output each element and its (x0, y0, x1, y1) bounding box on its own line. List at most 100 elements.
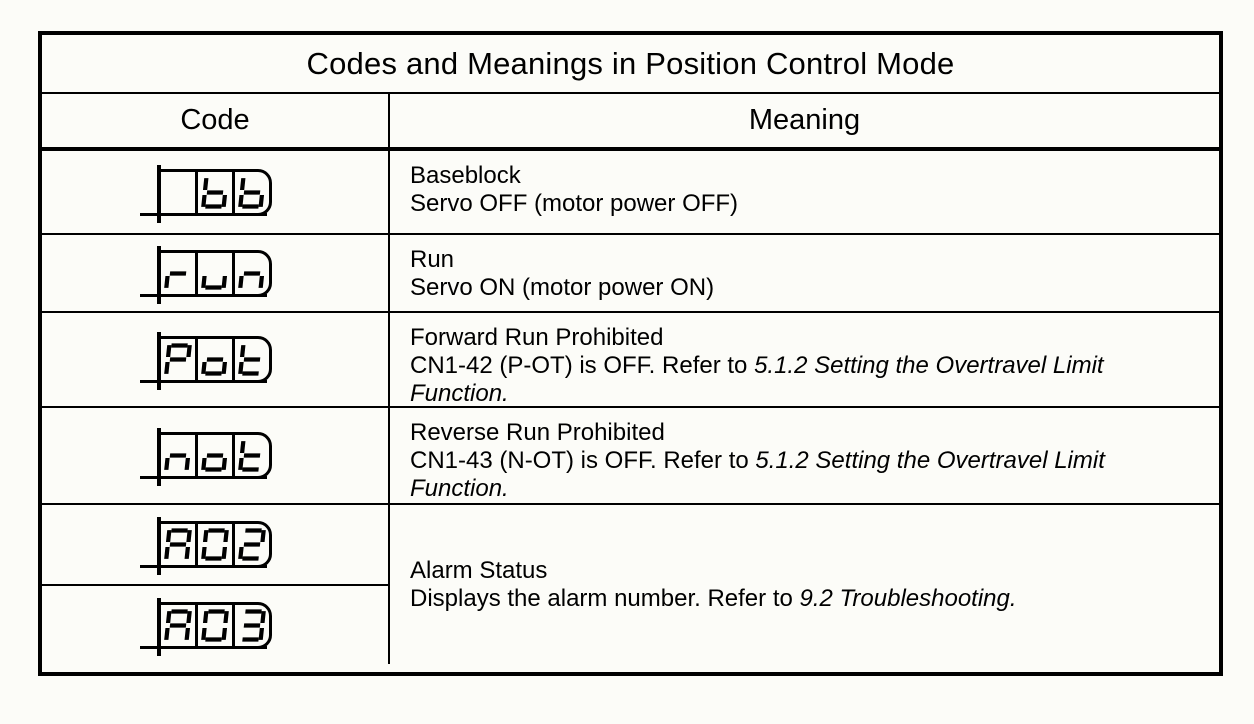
meaning-line: Function. (410, 380, 1205, 408)
seven-segment-cell (198, 339, 235, 380)
seven-segment-cell (198, 604, 235, 646)
display-baseline (140, 476, 267, 479)
code-cell-bb (42, 151, 390, 233)
meaning-text: Alarm Status (410, 556, 548, 584)
seven-segment-cell (161, 252, 198, 294)
meaning-text: 5.1.2 Setting the Overtravel Limit (755, 447, 1105, 474)
seven-segment-display-not (140, 428, 272, 486)
seven-segment-digit (238, 528, 266, 561)
seven-segment-digit (164, 176, 192, 209)
display-left-edge (157, 245, 161, 304)
seven-segment-digit (164, 528, 192, 559)
seven-segment-digit (201, 275, 228, 290)
display-baseline (140, 293, 267, 297)
seven-segment-cell (161, 435, 198, 476)
display-left-edge (157, 597, 161, 656)
display-left-edge (157, 428, 161, 486)
meaning-line: Forward Run Prohibited (410, 324, 1205, 352)
meaning-text: CN1-42 (P-OT) is OFF. Refer to (410, 352, 755, 379)
meaning-line: Servo ON (motor power ON) (410, 274, 1205, 302)
display-baseline (140, 645, 267, 649)
display-baseline (140, 212, 267, 216)
seven-segment-cell (235, 524, 269, 565)
display-frame (158, 168, 272, 216)
seven-segment-cell (198, 524, 235, 565)
seven-segment-cell (198, 252, 235, 294)
seven-segment-cell (161, 604, 198, 646)
meaning-text: Servo OFF (motor power OFF) (410, 190, 739, 217)
code-cell-run (42, 235, 390, 311)
seven-segment-cell (198, 171, 235, 213)
meaning-line: Baseblock (410, 162, 1205, 190)
display-frame (158, 521, 272, 568)
display-baseline (140, 380, 267, 383)
meaning-text: 5.1.2 Setting the Overtravel Limit (754, 352, 1104, 379)
seven-segment-cell (161, 171, 198, 213)
seven-segment-digit (242, 608, 266, 642)
seven-segment-digit (238, 177, 265, 209)
seven-segment-digit (164, 270, 187, 288)
seven-segment-cell (235, 605, 269, 646)
seven-segment-display-Pot (140, 332, 272, 390)
code-cell-A02 (42, 505, 388, 584)
seven-segment-cell (161, 524, 198, 565)
display-frame (158, 249, 272, 297)
seven-segment-display-A02 (140, 517, 272, 575)
seven-segment-digit (201, 357, 228, 376)
seven-segment-digit (201, 528, 229, 561)
seven-segment-digit (164, 343, 192, 374)
meaning-text: CN1-43 (N-OT) is OFF. Refer to (410, 447, 756, 474)
seven-segment-display-bb (140, 164, 272, 223)
seven-segment-cell (198, 435, 235, 476)
seven-segment-digit (201, 177, 228, 209)
seven-segment-display-A03 (140, 597, 272, 656)
meaning-text: Function. (410, 380, 509, 407)
meaning-line: Servo OFF (motor power OFF) (410, 190, 1205, 218)
seven-segment-digit (164, 453, 191, 470)
meaning-line: CN1-42 (P-OT) is OFF. Refer to 5.1.2 Set… (410, 352, 1205, 380)
meaning-line: Run (410, 246, 1205, 274)
seven-segment-digit (238, 345, 261, 376)
display-frame (158, 432, 272, 479)
seven-segment-digit (238, 441, 261, 472)
seven-segment-display-run (140, 245, 272, 304)
meaning-text: Reverse Run Prohibited (410, 419, 665, 446)
meaning-line: Alarm Status (410, 557, 1205, 585)
seven-segment-digit (238, 270, 265, 288)
codes-table: Codes and Meanings in Position Control M… (38, 31, 1223, 676)
seven-segment-digit (164, 608, 192, 640)
meaning-line: Function. (410, 475, 1205, 503)
meaning-text: 9.2 Troubleshooting. (799, 584, 1017, 612)
meaning-text: Servo ON (motor power ON) (410, 274, 715, 301)
meaning-text: Displays the alarm number. Refer to (410, 584, 800, 612)
meaning-text: Run (410, 246, 455, 273)
meaning-line: CN1-43 (N-OT) is OFF. Refer to 5.1.2 Set… (410, 447, 1205, 475)
meaning-text: Baseblock (410, 162, 521, 189)
code-cell-A03 (42, 584, 388, 664)
seven-segment-cell (235, 253, 269, 294)
seven-segment-digit (201, 608, 229, 642)
display-left-edge (157, 332, 161, 390)
seven-segment-digit (201, 453, 228, 472)
code-column-group (42, 505, 390, 664)
seven-segment-cell (235, 435, 269, 476)
seven-segment-cell (235, 339, 269, 380)
display-frame (158, 601, 272, 649)
meaning-text: Function. (410, 475, 509, 502)
header-code: Code (42, 94, 390, 147)
display-baseline (140, 565, 267, 568)
seven-segment-cell (161, 339, 198, 380)
display-frame (158, 336, 272, 383)
display-left-edge (157, 164, 161, 223)
seven-segment-cell (235, 172, 269, 213)
